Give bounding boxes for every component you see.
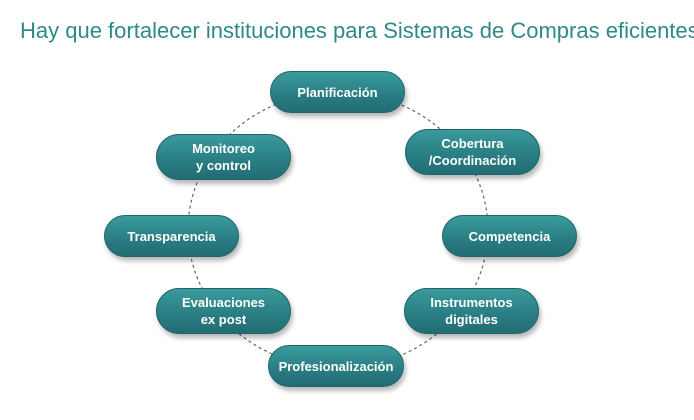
diagram-title: Hay que fortalecer instituciones para Si… [20, 18, 694, 43]
node-evaluaciones-label-line1: Evaluaciones [181, 295, 266, 310]
node-competencia: Competencia [442, 215, 577, 257]
node-instrumentos-label-line1: Instrumentos [430, 295, 513, 310]
node-competencia-label: Competencia [468, 228, 551, 244]
node-planificacion-label: Planificación [297, 84, 378, 100]
node-cobertura-label-line2: /Coordinación [428, 153, 517, 168]
node-instrumentos-label-line2: digitales [445, 312, 498, 327]
node-cobertura-coordinacion: Cobertura /Coordinación [405, 129, 540, 175]
node-profesionalizacion: Profesionalización [268, 345, 404, 387]
node-transparencia: Transparencia [104, 215, 239, 257]
node-evaluaciones-label-line2: ex post [200, 312, 247, 327]
node-planificacion: Planificación [270, 71, 405, 113]
node-transparencia-label: Transparencia [127, 228, 216, 244]
node-monitoreo-label-line1: Monitoreo [192, 141, 255, 156]
node-monitoreo-label-line2: y control [196, 158, 251, 173]
node-profesionalizacion-label: Profesionalización [278, 358, 394, 374]
node-monitoreo-control: Monitoreo y control [156, 134, 291, 180]
node-evaluaciones-ex-post: Evaluaciones ex post [156, 288, 291, 334]
node-cobertura-label-line1: Cobertura [441, 136, 504, 151]
node-instrumentos-digitales: Instrumentos digitales [404, 288, 539, 334]
